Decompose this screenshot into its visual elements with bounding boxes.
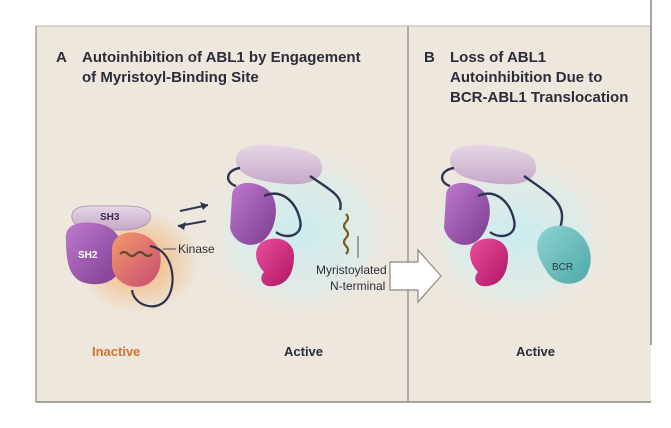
kinase-label: Kinase [178,242,215,256]
bcr-label: BCR [552,262,574,273]
sh2-domain-inactive [65,222,124,285]
myristoylated-label-line1: Myristoylated [316,263,387,277]
equilibrium-arrow-reverse-head [178,222,186,230]
inactive-label: Inactive [92,344,141,359]
linker-n-terminal-a [309,175,342,211]
panel-a-title-line1: Autoinhibition of ABL1 by Engagement [82,49,361,66]
panel-a-letter: A [56,49,67,66]
myristoyl-tail-active [342,213,350,255]
panel-b-title-line2: Autoinhibition Due to [450,69,603,86]
inactive-myristoyl-tail [119,250,153,258]
linker-sh3-sh2-b [441,166,455,188]
inactive-linker [130,244,174,308]
active-label-b: Active [516,344,556,359]
active-label-a: Active [284,344,324,359]
sh3-domain-active-a [236,144,322,185]
panel-b-letter: B [424,49,435,66]
sh2-domain-active-b [444,182,490,245]
sh2-label: SH2 [78,250,98,261]
panel-b-title-line1: Loss of ABL1 [450,49,547,66]
kinase-domain-inactive [112,232,161,287]
kinase-domain-active-a [256,238,294,287]
equilibrium-arrow-forward-head [200,202,208,210]
linker-sh2-kinase-a [263,192,302,238]
sh2-domain-active-a [230,182,276,245]
kinase-domain-active-b [470,238,508,287]
bcr-domain [537,225,591,284]
linker-sh2-kinase-b [477,192,516,238]
sh3-domain-active-b [450,144,536,185]
panel-b-title-line3: BCR-ABL1 Translocation [450,89,629,106]
myristoylated-label-line2: N-terminal [330,279,386,293]
linker-sh3-sh2-a [227,166,241,188]
panel-a-title-line2: of Myristoyl-Binding Site [82,69,259,86]
sh3-label: SH3 [100,212,120,223]
linker-bcr-b [523,175,564,229]
